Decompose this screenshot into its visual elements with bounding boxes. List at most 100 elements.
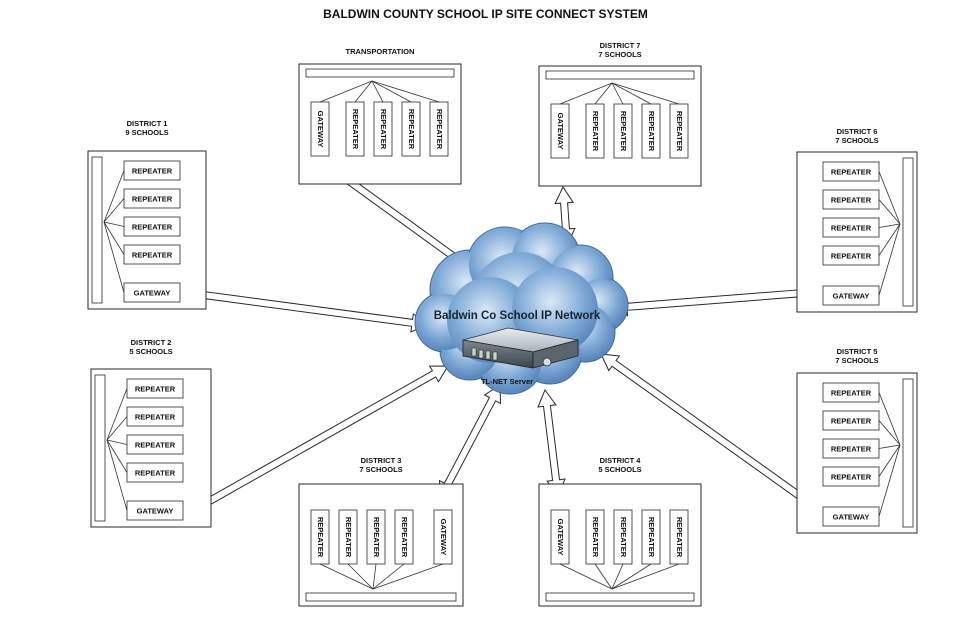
repeater-label: REPEATER [132, 251, 173, 260]
fan-line [878, 444, 901, 477]
server-icon [462, 327, 579, 369]
node-title: DISTRICT 5 [837, 347, 878, 356]
node-district3: DISTRICT 37 SCHOOLS REPEATER REPEATER REPEA… [298, 456, 464, 607]
fan-line [878, 223, 901, 296]
fan-line [878, 171, 901, 225]
bus-bar [545, 70, 695, 80]
repeater-label: REPEATER [372, 517, 381, 558]
repeater-label: REPEATER [135, 413, 176, 422]
bus-bar [902, 378, 914, 528]
fan-line [878, 392, 901, 446]
repeater-label: REPEATER [831, 417, 872, 426]
bus-bar [545, 592, 695, 602]
repeater-label: REPEATER [647, 111, 656, 152]
fan-line [559, 563, 613, 590]
fan-line [103, 198, 125, 223]
repeater-label: REPEATER [591, 111, 600, 152]
repeater-label: REPEATER [831, 168, 872, 177]
node-title: DISTRICT 3 [361, 456, 402, 465]
arrow-district1 [187, 285, 430, 333]
fan-line [319, 563, 374, 590]
fan-line [372, 563, 444, 590]
fan-line [103, 221, 125, 227]
gateway-label: GATEWAY [556, 113, 565, 150]
server-label: TL-NET Server [481, 377, 533, 386]
node-title: DISTRICT 2 [131, 338, 172, 347]
node-title: 7 SCHOOLS [835, 356, 878, 365]
arrow-district4 [537, 388, 566, 498]
gateway-label: GATEWAY [833, 292, 870, 301]
network-label: Baldwin Co School IP Network [434, 310, 601, 322]
fan-line [106, 416, 128, 441]
node-title: 7 SCHOOLS [359, 465, 402, 474]
bus-bar [91, 156, 103, 304]
fan-line [611, 82, 624, 105]
fan-line [878, 223, 901, 256]
node-title: 5 SCHOOLS [598, 465, 641, 474]
fan-line [611, 563, 652, 590]
fan-line [611, 563, 680, 590]
repeater-label: REPEATER [831, 252, 872, 261]
gateway-label: GATEWAY [137, 507, 174, 516]
bus-bar [305, 68, 455, 78]
repeater-label: REPEATER [135, 469, 176, 478]
bus-bar [94, 374, 106, 522]
node-title: 5 SCHOOLS [129, 347, 172, 356]
repeater-label: REPEATER [435, 109, 444, 150]
fan-line [878, 420, 901, 446]
fan-line [106, 439, 128, 445]
bus-bar [902, 157, 914, 307]
node-district5: DISTRICT 57 SCHOOLSREPEATERREPEATERREPEA… [796, 347, 918, 534]
repeater-label: REPEATER [135, 441, 176, 450]
repeater-label: REPEATER [591, 517, 600, 558]
node-title: DISTRICT 6 [837, 127, 878, 136]
fan-line [559, 82, 613, 105]
diagram-title: BALDWIN COUNTY SCHOOL IP SITE CONNECT SY… [323, 7, 648, 21]
node-title: DISTRICT 1 [127, 119, 168, 128]
node-title: DISTRICT 4 [600, 456, 642, 465]
fan-line [878, 199, 901, 225]
gateway-label: GATEWAY [439, 519, 448, 556]
fan-line [347, 563, 374, 590]
fan-line [103, 221, 125, 255]
node-title: TRANSPORTATION [346, 47, 415, 56]
fan-line [372, 563, 405, 590]
fan-line [878, 444, 901, 449]
repeater-label: REPEATER [675, 111, 684, 152]
repeater-label: REPEATER [619, 111, 628, 152]
repeater-label: REPEATER [132, 223, 173, 232]
repeater-label: REPEATER [831, 196, 872, 205]
fan-line [354, 80, 373, 103]
repeater-label: REPEATER [675, 517, 684, 558]
node-district6: DISTRICT 67 SCHOOLS REPEATER REPEATER REPEA… [796, 127, 918, 313]
fan-line [103, 221, 125, 293]
fan-line [878, 223, 901, 228]
fan-line [371, 80, 412, 103]
repeater-label: REPEATER [379, 109, 388, 150]
fan-line [106, 388, 128, 441]
bus-bar [305, 592, 457, 602]
node-district4: DISTRICT 45 SCHOOLS GATEWAY REPEATER REPEAT… [538, 456, 702, 607]
repeater-label: REPEATER [344, 517, 353, 558]
gateway-label: GATEWAY [556, 519, 565, 556]
repeater-label: REPEATER [351, 109, 360, 150]
fan-line [594, 82, 613, 105]
fan-line [106, 439, 128, 511]
fan-line [611, 563, 624, 590]
repeater-label: REPEATER [831, 224, 872, 233]
repeater-label: REPEATER [407, 109, 416, 150]
node-title: 7 SCHOOLS [835, 136, 878, 145]
repeater-label: REPEATER [132, 167, 173, 176]
repeater-label: REPEATER [132, 195, 173, 204]
repeater-label: REPEATER [316, 517, 325, 558]
fan-line [372, 563, 377, 590]
gateway-label: GATEWAY [833, 513, 870, 522]
fan-line [106, 439, 128, 473]
repeater-label: REPEATER [135, 385, 176, 394]
repeater-label: REPEATER [647, 517, 656, 558]
node-district2: DISTRICT 25 SCHOOLS REPEATER REPEATER REPEA… [90, 338, 212, 528]
